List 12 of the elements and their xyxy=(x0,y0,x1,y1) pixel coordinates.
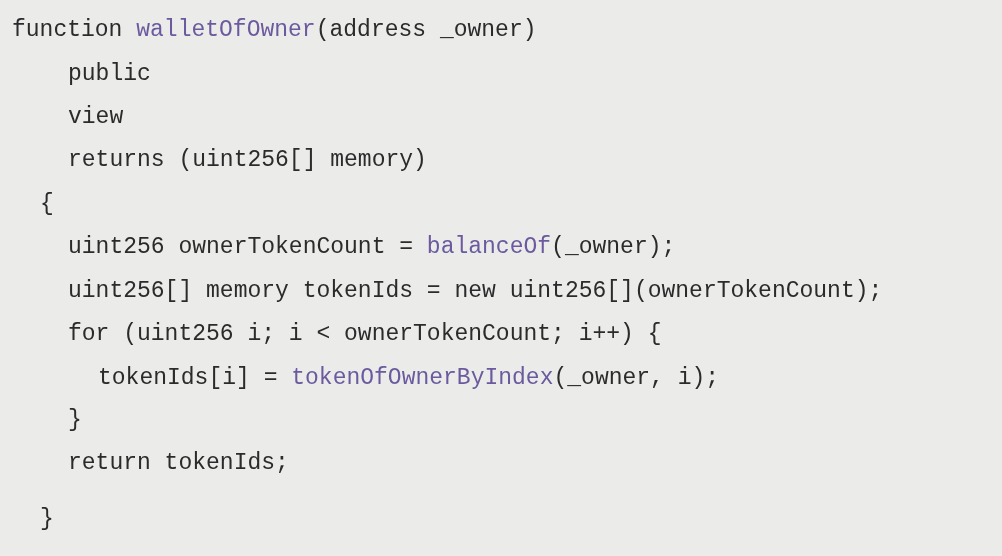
code-line: uint256 ownerTokenCount = balanceOf(_owner); xyxy=(68,233,676,261)
code-line: view xyxy=(68,103,124,131)
code-line: tokenIds[i] = tokenOfOwnerByIndex(_owner, i); xyxy=(98,364,720,392)
code-line: } xyxy=(40,505,54,533)
code-line: } xyxy=(68,406,82,434)
code-line: function walletOfOwner(address _owner) xyxy=(12,16,537,44)
code-line: returns (uint256[] memory) xyxy=(68,146,427,174)
code-line: for (uint256 i; i < ownerTokenCount; i++) { xyxy=(68,320,662,348)
code-line: uint256[] memory tokenIds = new uint256[](ownerTokenCount); xyxy=(68,277,883,305)
code-line: return tokenIds; xyxy=(68,449,289,477)
code-line: { xyxy=(40,190,54,218)
code-line: public xyxy=(68,60,151,88)
